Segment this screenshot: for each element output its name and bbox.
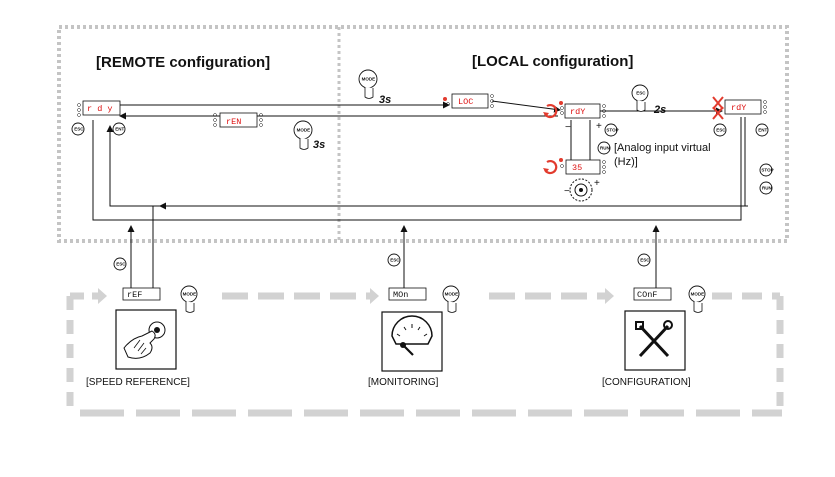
svg-text:MODE: MODE [445,292,459,297]
local-ready-display: rdY [543,101,606,119]
speed-reference-label: [SPEED REFERENCE] [86,377,190,388]
hand-knob-icon [123,321,166,359]
conf-esc-key[interactable]: ESC [637,253,651,267]
gauge-icon [391,315,433,356]
dial-plus: + [594,178,600,189]
svg-text:ENT: ENT [758,128,767,133]
minus-label: − [565,122,571,133]
menu-loop [66,292,784,417]
svg-text:ESC: ESC [636,91,646,96]
configuration-frame [57,25,789,243]
ref-esc-key[interactable]: ESC [113,257,127,271]
mode-hand-bottom[interactable]: MODE [293,120,313,150]
mode-duration-top: 3s [379,94,391,106]
esc-hand[interactable]: ESC [631,84,649,112]
svg-text:STOP: STOP [606,128,618,133]
remote-title: [REMOTE configuration] [96,54,270,71]
tools-icon [635,320,673,358]
local-esc-key[interactable]: ESC [713,123,727,137]
svg-text:MODE: MODE [362,77,376,82]
svg-text:ENT: ENT [115,127,124,132]
local-title: [LOCAL configuration] [472,53,633,70]
svg-text:STOP: STOP [761,168,773,173]
analog-value-text: 35 [572,163,582,173]
blink-icon [712,96,724,110]
ren-text: rEN [226,117,241,127]
conf-mode-key[interactable]: MODE [688,285,706,313]
monitoring-menu[interactable]: MOn MODE [MONITORING] [368,285,460,388]
analog-input-unit: (Hz)] [614,156,638,168]
local-stop-key[interactable]: STOP [759,163,774,177]
svg-text:MODE: MODE [691,292,705,297]
ref-text: rEF [127,290,142,300]
esc-duration: 2s [653,104,666,116]
mode-duration-bottom: 3s [313,139,325,151]
local-ready-display-2: rdY [712,96,767,120]
speed-reference-menu[interactable]: rEF MODE [SPEED REFERENCE] [86,285,198,388]
flow-lines [92,100,748,288]
loc-text: LOC [458,97,473,107]
rotate-arrow-icon-2 [544,159,558,175]
conf-text: COnF [637,290,657,300]
svg-text:ESC: ESC [116,262,126,267]
mon-mode-key[interactable]: MODE [442,285,460,313]
remote-esc-key[interactable]: ESC [71,122,85,136]
mode-hand-top[interactable]: MODE [358,69,378,99]
ref-mode-key[interactable]: MODE [180,285,198,313]
svg-text:ESC: ESC [640,258,650,263]
svg-text:MODE: MODE [297,128,311,133]
configuration-label: [CONFIGURATION] [602,377,691,388]
svg-text:ESC: ESC [390,258,400,263]
mon-esc-key[interactable]: ESC [387,253,401,267]
svg-text:RUN: RUN [600,146,610,151]
configuration-menu[interactable]: COnF MODE [CONFIGURATION] [602,285,706,388]
analog-input-label: [Analog input virtual [614,142,711,154]
dial-minus: − [564,186,570,197]
remote-ready-text: r d y [87,104,113,114]
rotate-arrow-icon [544,103,558,119]
remote-ent-key[interactable]: ENT [112,122,126,136]
local-ent-key[interactable]: ENT [755,123,769,137]
remote-ready-display: r d y [77,100,121,117]
mon-text: MOn [393,290,408,300]
stop-key[interactable]: STOP [604,123,619,137]
local-ready-text: rdY [570,107,585,117]
svg-text:ESC: ESC [74,127,84,132]
svg-text:MODE: MODE [183,292,197,297]
svg-text:ESC: ESC [716,128,726,133]
local-run-key[interactable]: RUN [759,181,773,195]
ren-display: rEN [213,112,263,128]
loc-display: LOC [443,93,494,109]
analog-value-display: 35 [543,158,606,175]
svg-text:RUN: RUN [762,186,772,191]
local-ready-text-2: rdY [731,103,746,113]
jog-dial-icon[interactable] [569,178,593,202]
plus-label: + [596,121,602,132]
monitoring-label: [MONITORING] [368,377,439,388]
run-key[interactable]: RUN [597,141,611,155]
